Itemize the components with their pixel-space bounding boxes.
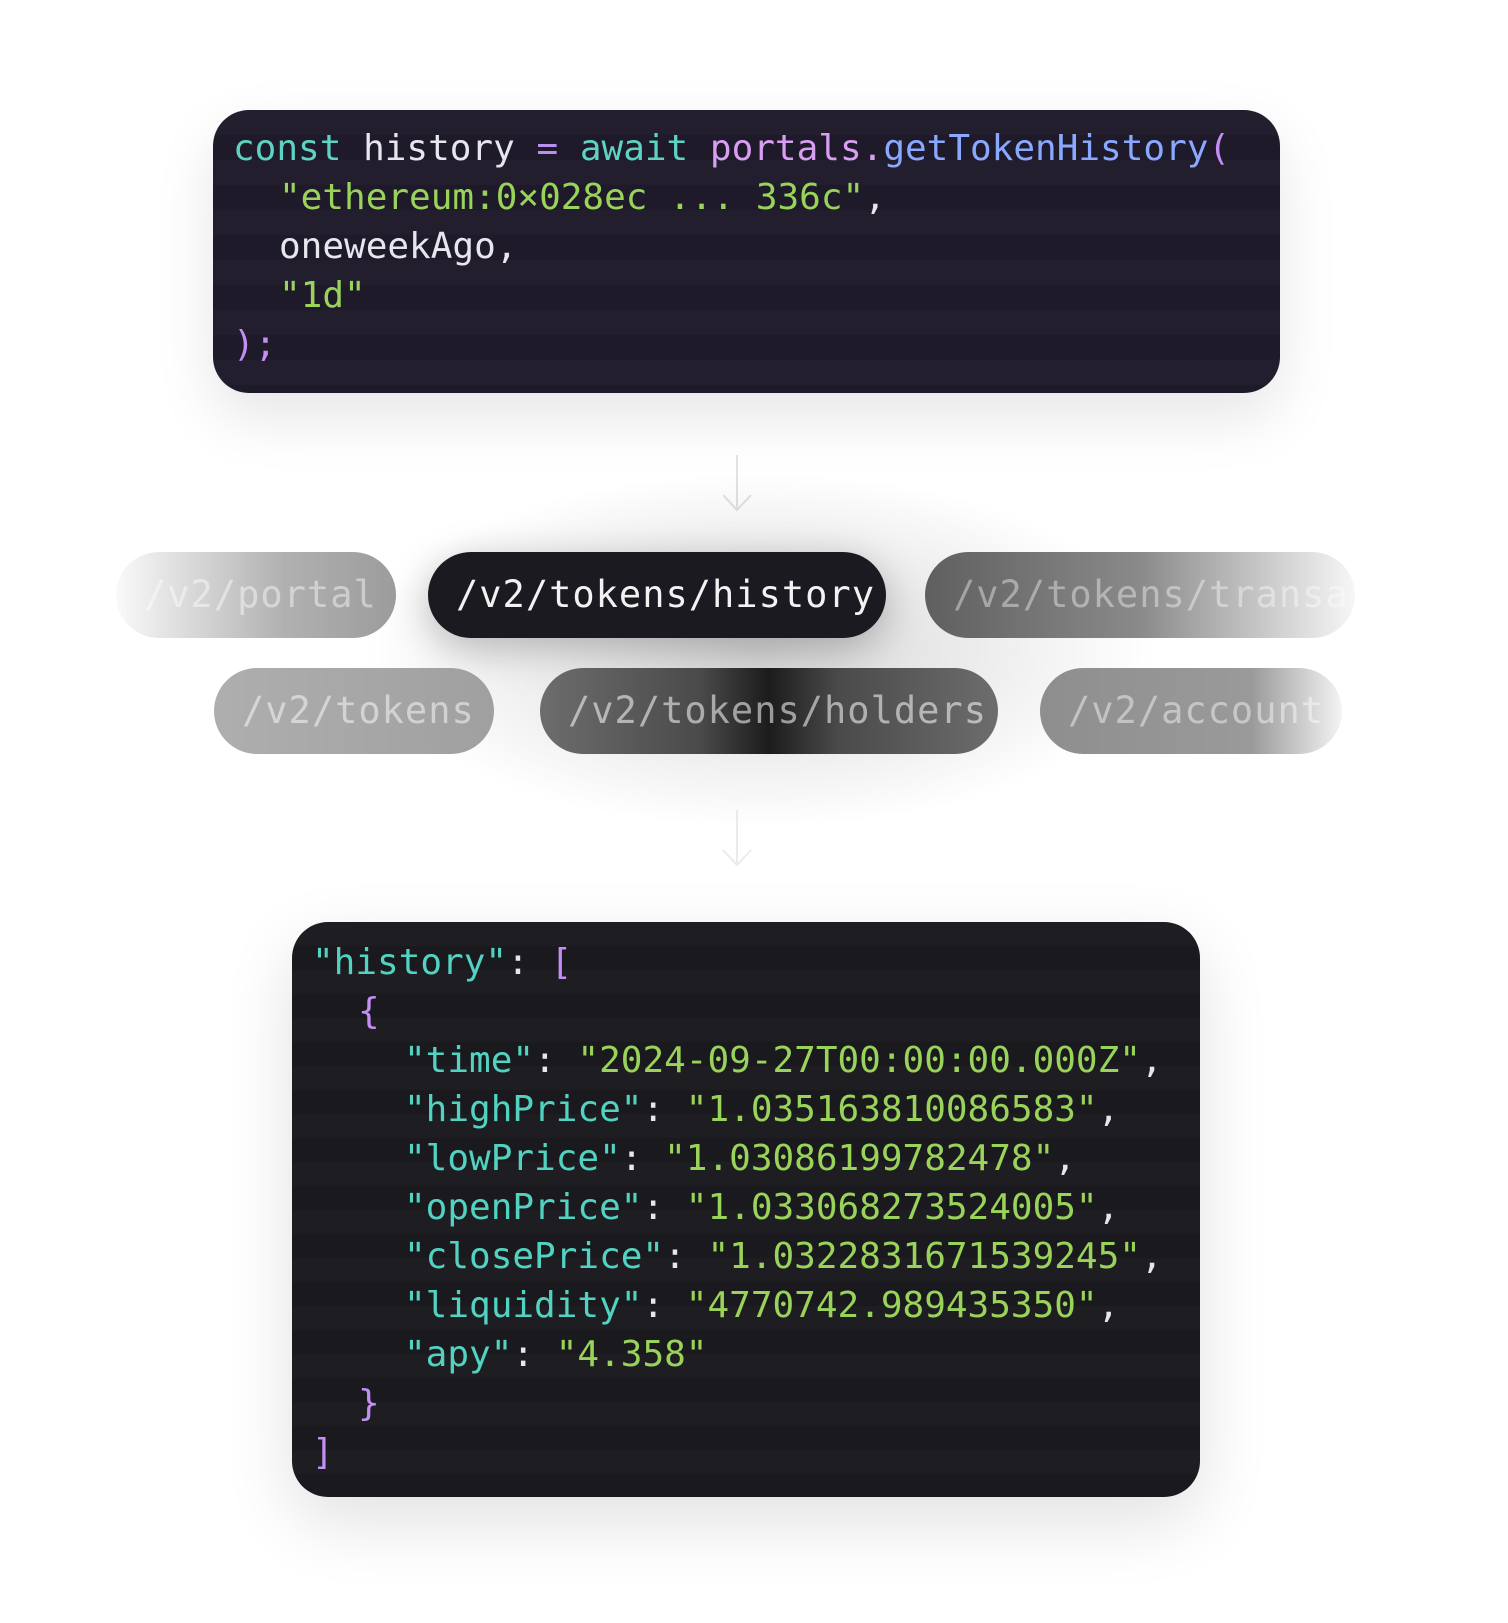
json-root-line: "history": [ [312,938,1200,987]
json-comma: , [1097,1187,1120,1228]
paren-open: ( [1208,128,1231,169]
json-close-bracket-line: ] [312,1428,1200,1477]
argument-token-address: "ethereum:0×028ec ... 336c" [279,177,865,218]
object-portals: portals [709,128,862,169]
json-field-time: "time": "2024-09-27T00:00:00.000Z", [312,1036,1200,1085]
arrow-down-icon [722,455,752,512]
response-code-block: "history": [ { "time": "2024-09-27T00:00… [292,922,1200,1497]
json-field-closeprice: "closePrice": "1.0322831671539245", [312,1232,1200,1281]
json-key: "liquidity" [404,1285,643,1326]
argument-resolution: "1d" [279,275,366,316]
json-colon: : [507,942,529,983]
endpoint-pill-transactions[interactable]: /v2/tokens/transa [925,552,1355,638]
json-comma: , [1097,1285,1120,1326]
json-comma: , [1054,1138,1076,1179]
json-key: "highPrice" [404,1089,643,1130]
dot-operator: . [861,128,884,169]
json-close-brace-line: } [312,1379,1200,1428]
endpoints-glow [360,470,1160,830]
json-root-key: "history" [312,942,508,983]
json-comma: , [1097,1089,1120,1130]
json-value: "4770742.989435350" [685,1285,1098,1326]
json-value: "1.035163810086583" [685,1089,1098,1130]
json-colon: : [642,1285,665,1326]
equals-operator: = [536,128,559,169]
code-line-1: const history = await portals.getTokenHi… [233,124,1280,173]
variable-history: history [363,128,515,169]
endpoint-pill-tokens[interactable]: /v2/tokens [214,668,494,754]
json-comma: , [1140,1040,1163,1081]
json-field-openprice: "openPrice": "1.033068273524005", [312,1183,1200,1232]
json-open-bracket: [ [550,942,573,983]
method-name: getTokenHistory [883,128,1209,169]
comma: , [864,177,886,218]
json-value: "1.03086199782478" [664,1138,1055,1179]
json-field-highprice: "highPrice": "1.035163810086583", [312,1085,1200,1134]
endpoint-pill-portal[interactable]: /v2/portal [116,552,396,638]
json-key: "apy" [404,1334,513,1375]
json-close-brace: } [358,1383,380,1424]
json-colon: : [534,1040,556,1081]
endpoint-pill-history[interactable]: /v2/tokens/history [428,552,886,638]
request-code-block: const history = await portals.getTokenHi… [213,110,1280,393]
code-line-5: ); [233,320,1280,369]
keyword-await: await [579,128,689,169]
json-open-brace: { [358,991,380,1032]
closing-paren: ); [233,324,277,365]
json-colon: : [642,1089,665,1130]
json-key: "openPrice" [404,1187,643,1228]
json-comma: , [1140,1236,1163,1277]
json-value: "4.358" [555,1334,708,1375]
arrow-down-icon [722,810,752,867]
json-value: "1.0322831671539245" [707,1236,1141,1277]
code-line-3: oneweekAgo, [233,222,1280,271]
json-key: "lowPrice" [404,1138,621,1179]
json-open-brace-line: { [312,987,1200,1036]
json-colon: : [620,1138,643,1179]
argument-start-time: oneweekAgo [279,226,496,267]
comma: , [495,226,518,267]
json-value: "2024-09-27T00:00:00.000Z" [577,1040,1141,1081]
json-value: "1.033068273524005" [685,1187,1098,1228]
json-field-liquidity: "liquidity": "4770742.989435350", [312,1281,1200,1330]
json-colon: : [664,1236,686,1277]
endpoint-pill-account[interactable]: /v2/account [1040,668,1342,754]
json-colon: : [512,1334,535,1375]
code-line-4: "1d" [233,271,1280,320]
json-field-lowprice: "lowPrice": "1.03086199782478", [312,1134,1200,1183]
json-colon: : [642,1187,665,1228]
json-field-apy: "apy": "4.358" [312,1330,1200,1379]
keyword-const: const [233,128,342,169]
json-close-bracket: ] [312,1432,334,1473]
endpoint-pill-holders[interactable]: /v2/tokens/holders [540,668,998,754]
json-key: "time" [404,1040,535,1081]
code-line-2: "ethereum:0×028ec ... 336c", [233,173,1280,222]
json-key: "closePrice" [404,1236,665,1277]
